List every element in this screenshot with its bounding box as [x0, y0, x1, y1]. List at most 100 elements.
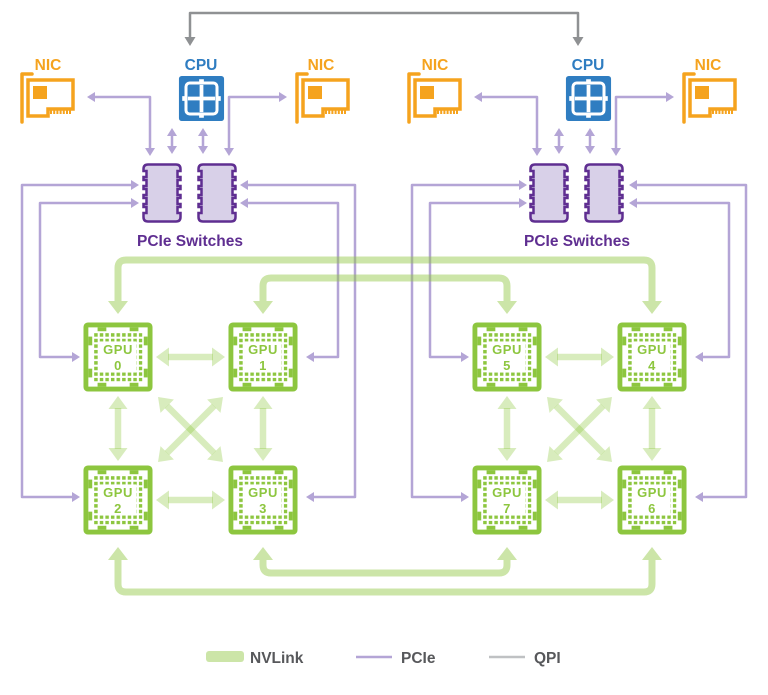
pcie-link-switches-b-gpu6	[629, 180, 748, 502]
legend-nvlink-label: NVLink	[250, 650, 304, 667]
pcie-link-switches-a-gpu2-arrowhead	[131, 180, 139, 190]
gpu-7-number: 7	[503, 501, 511, 516]
nvlink-gpu1-gpu3-arrowhead	[253, 396, 273, 409]
pcie-link-nic-a2-switches-a-arrowhead	[279, 92, 287, 102]
pcie-link-cpu-b-switch-b1	[554, 128, 564, 154]
legend: NVLink PCIe QPI	[206, 650, 561, 667]
pcie-link-nic-a1-switches-a	[87, 92, 155, 156]
gpu-4-word: GPU	[637, 342, 667, 357]
nvlink-gpu4-gpu6-arrowhead	[642, 396, 662, 409]
pcie-link-switches-b-gpu4-arrowhead	[629, 198, 637, 208]
legend-qpi-label: QPI	[534, 650, 561, 667]
pcie-link-nic-b2-switches-b	[611, 92, 674, 156]
gpu-chip-5: GPU 5	[475, 325, 539, 389]
gpu-5-word: GPU	[492, 342, 522, 357]
nvlink-gpu4-gpu7-line	[553, 403, 606, 456]
nvlink-gpu0-gpu4-line	[114, 256, 656, 301]
nic-a2-label: NIC	[308, 57, 335, 74]
cpu-icon	[565, 75, 612, 122]
gpu-chip-7: GPU 7	[475, 468, 539, 532]
pcie-link-nic-b1-switches-b-arrowhead	[532, 148, 542, 156]
gpu-0-word: GPU	[103, 342, 133, 357]
pcie-link-switches-b-gpu4-arrowhead	[695, 352, 703, 362]
nvlink-gpu4-gpu6	[642, 396, 662, 461]
pcie-link-switches-a-gpu3-line	[248, 183, 357, 499]
gpu-chip-icon	[475, 468, 539, 532]
nvlink-gpu5-gpu7	[497, 396, 517, 461]
gpu-6-number: 6	[648, 501, 656, 516]
qpi-link-cpu-a-cpu-b-arrowhead	[572, 37, 584, 46]
nic-icon	[682, 72, 737, 124]
pcie-link-switches-b-gpu5-arrowhead	[461, 352, 469, 362]
pcie-link-cpu-b-switch-b2-arrowhead	[585, 146, 595, 154]
nvlink-gpu7-gpu6-arrowhead	[601, 490, 614, 510]
nvlink-gpu7-gpu6-arrowhead	[545, 490, 558, 510]
nvlink-gpu0-gpu2	[108, 396, 128, 461]
pcie-link-nic-a2-switches-a	[224, 92, 287, 156]
gpu-0-number: 0	[114, 358, 122, 373]
nvlink-gpu5-gpu6-line	[553, 403, 606, 456]
gpu-2-number: 2	[114, 501, 122, 516]
pcie-link-switches-b-gpu7-arrowhead	[461, 492, 469, 502]
pcie-link-nic-a1-switches-a-arrowhead	[87, 92, 95, 102]
gpu-6-word: GPU	[637, 485, 667, 500]
nvlink-gpu0-gpu2-arrowhead	[108, 396, 128, 409]
nvlink-gpu2-gpu6-arrowhead	[108, 547, 128, 560]
nvlink-gpu1-gpu2-arrowhead	[158, 446, 174, 462]
pcie-link-switches-b-gpu5-arrowhead	[519, 198, 527, 208]
nvlink-gpu3-gpu7-arrowhead	[497, 547, 517, 560]
nvlink-gpu1-gpu2-arrowhead	[207, 397, 223, 413]
pcie-link-switches-a-gpu0	[38, 198, 139, 362]
nvlink-gpu7-gpu6	[545, 490, 614, 510]
nvlink-gpu1-gpu2-line	[164, 403, 217, 456]
gpu-2-word: GPU	[103, 485, 133, 500]
nvlink-gpu3-gpu7	[253, 547, 517, 577]
nvlink-gpu0-gpu1-arrowhead	[212, 347, 225, 367]
gpu-chip-icon	[620, 468, 684, 532]
pcie-link-switches-b-gpu7-line	[410, 183, 519, 499]
pcie-link-nic-b2-switches-b-arrowhead	[666, 92, 674, 102]
gpu-chip-4: GPU 4	[620, 325, 684, 389]
nvlink-gpu1-gpu5-line	[259, 274, 511, 301]
gpu-3-number: 3	[259, 501, 267, 516]
pcie-link-switches-a-gpu0-arrowhead	[72, 352, 80, 362]
qpi-link-cpu-a-cpu-b-line	[188, 11, 580, 37]
nvlink-gpu1-gpu5-arrowhead	[497, 301, 517, 314]
nvlink-gpu3-gpu7-arrowhead	[253, 547, 273, 560]
nvlink-gpu1-gpu3-arrowhead	[253, 448, 273, 461]
pcie-link-nic-b1-switches-b	[474, 92, 542, 156]
pcie-link-switches-b-gpu4	[629, 198, 731, 362]
nvlink-gpu1-gpu5	[253, 274, 517, 314]
gpu-chip-icon	[86, 325, 150, 389]
cpu-icon	[178, 75, 225, 122]
pcie-link-switches-a-gpu0-line	[38, 201, 131, 359]
nvlink-gpu4-gpu7-arrowhead	[596, 397, 612, 413]
gpu-1-number: 1	[259, 358, 267, 373]
gpu-3-word: GPU	[248, 485, 278, 500]
nvlink-gpu4-gpu7-arrowhead	[547, 446, 563, 462]
nvlink-gpu2-gpu3-arrowhead	[156, 490, 169, 510]
nvlink-gpu5-gpu7-arrowhead	[497, 448, 517, 461]
pcie-link-switches-b-gpu4-line	[637, 201, 731, 359]
pcie-switches-b-label: PCIe Switches	[524, 233, 630, 250]
gpu-chip-icon	[231, 325, 295, 389]
nvlink-gpu0-gpu4-arrowhead	[642, 301, 662, 314]
pcie-link-switches-b-gpu7	[410, 180, 527, 502]
pcie-link-cpu-a-switch-a2-arrowhead	[198, 146, 208, 154]
pcie-link-switches-a-gpu3	[240, 180, 357, 502]
pcie-link-switches-a-gpu1-line	[248, 201, 340, 359]
nvlink-gpu0-gpu3-arrowhead	[207, 446, 223, 462]
pcie-link-switches-a-gpu3-arrowhead	[240, 180, 248, 190]
pcie-link-cpu-a-switch-a2-arrowhead	[198, 128, 208, 136]
nvlink-gpu5-gpu6	[547, 397, 612, 462]
pcie-switch-icon	[197, 163, 237, 223]
nvlink-gpu0-gpu4-arrowhead	[108, 301, 128, 314]
pcie-link-nic-a2-switches-a-arrowhead	[224, 148, 234, 156]
nic-icon	[295, 72, 350, 124]
pcie-link-switches-b-gpu7-arrowhead	[519, 180, 527, 190]
nvlink-gpu0-gpu3	[158, 397, 223, 462]
pcie-link-cpu-a-switch-a1-arrowhead	[167, 146, 177, 154]
pcie-link-switches-a-gpu0-arrowhead	[131, 198, 139, 208]
link-lines-layer	[20, 11, 748, 596]
pcie-link-cpu-a-switch-a1-arrowhead	[167, 128, 177, 136]
